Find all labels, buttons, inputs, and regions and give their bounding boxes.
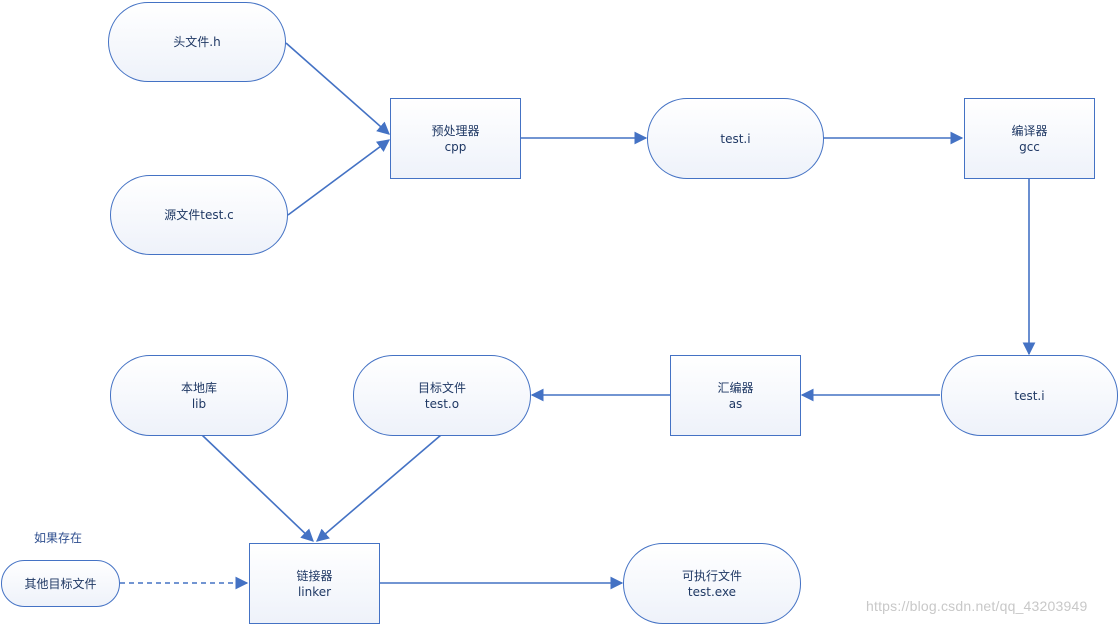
node-local-library-name: lib (191, 396, 207, 411)
node-preprocessed-output-label: test.i (720, 131, 751, 146)
node-source-file-label: 源文件test.c (164, 208, 234, 222)
node-preprocessor-title: 预处理器 (431, 123, 480, 138)
node-object-file: 目标文件 test.o (353, 355, 531, 436)
node-assembler-title: 汇编器 (717, 380, 754, 395)
node-linker: 链接器 linker (249, 543, 380, 624)
node-executable-title: 可执行文件 (681, 568, 742, 583)
label-if-exists: 如果存在 (34, 531, 83, 545)
node-object-file-title: 目标文件 (417, 380, 466, 395)
node-preprocessed-output: test.i (647, 98, 824, 179)
node-compiled-output: test.i (941, 355, 1118, 436)
node-executable: 可执行文件 test.exe (623, 543, 801, 624)
node-assembler-tool: as (728, 396, 743, 411)
node-linker-tool: linker (297, 584, 332, 599)
node-compiler-title: 编译器 (1011, 123, 1048, 138)
node-compiled-output-label: test.i (1014, 388, 1045, 403)
node-compiler: 编译器 gcc (964, 98, 1095, 179)
edge-header-to-preprocessor (285, 42, 390, 135)
node-header-file: 头文件.h (108, 2, 286, 82)
edge-source-to-preprocessor (287, 139, 391, 216)
node-local-library-title: 本地库 (180, 380, 217, 395)
node-preprocessor-tool: cpp (444, 139, 467, 154)
node-preprocessor: 预处理器 cpp (390, 98, 521, 179)
node-linker-title: 链接器 (296, 568, 333, 583)
edge-library-to-linker (201, 434, 314, 542)
node-header-file-label: 头文件.h (173, 35, 221, 49)
node-other-object-files-label: 其他目标文件 (24, 576, 97, 591)
edge-object-file-to-linker (316, 434, 442, 542)
node-other-object-files: 其他目标文件 (1, 560, 120, 607)
node-source-file: 源文件test.c (110, 175, 288, 255)
watermark: https://blog.csdn.net/qq_43203949 (866, 598, 1088, 614)
node-executable-name: test.exe (687, 584, 737, 599)
node-compiler-tool: gcc (1019, 139, 1040, 154)
node-object-file-name: test.o (424, 396, 460, 411)
node-assembler: 汇编器 as (670, 355, 801, 436)
node-local-library: 本地库 lib (110, 355, 288, 436)
